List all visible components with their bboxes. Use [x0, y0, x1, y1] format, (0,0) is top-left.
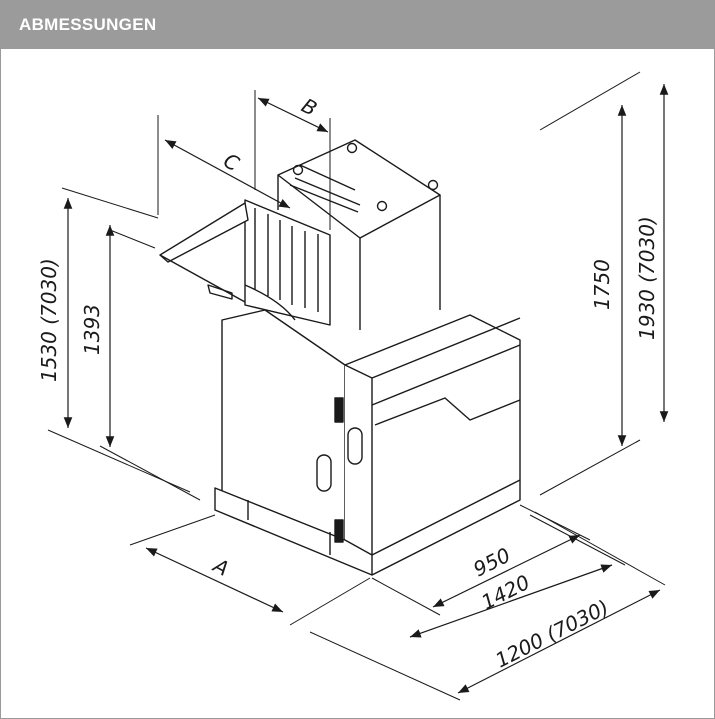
panel-header: ABMESSUNGEN — [1, 1, 714, 49]
dimension-lines — [63, 84, 669, 694]
dim-label-950: 950 — [469, 543, 514, 582]
machine-body — [159, 139, 521, 576]
dim-label-a: A — [208, 552, 233, 581]
dim-label-1393: 1393 — [80, 304, 104, 355]
dim-label-1930: 1930 (7030) — [635, 216, 659, 340]
dim-label-b: B — [298, 93, 321, 121]
dim-label-1530: 1530 (7030) — [37, 258, 61, 382]
extension-lines — [47, 71, 666, 701]
dim-label-1750: 1750 — [590, 259, 614, 310]
dim-label-1200: 1200 (7030) — [491, 595, 612, 673]
